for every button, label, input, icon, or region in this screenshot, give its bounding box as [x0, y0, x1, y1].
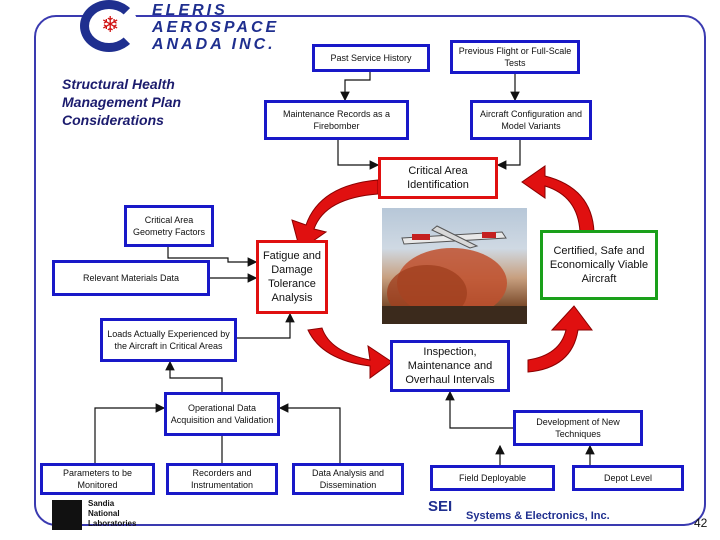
label-inspection: Inspection, Maintenance and Overhaul Int… — [405, 346, 495, 386]
label-data-analysis: Data Analysis and Dissemination — [311, 468, 385, 490]
label-depot-level: Depot Level — [603, 473, 653, 483]
line-analysis-to-operational — [278, 403, 341, 463]
logo-line-1: ELERIS — [152, 2, 228, 19]
red-arrow-inspection-to-certified — [527, 305, 593, 373]
box-parameters-monitored: Parameters to be Monitored — [40, 463, 155, 495]
line-past-to-maint — [340, 70, 371, 102]
aircraft-drop-illustration — [382, 225, 527, 324]
box-critical-area-geometry: Critical Area Geometry Factors — [124, 205, 214, 247]
label-past-service: Past Service History — [330, 53, 412, 63]
sei-logo: SEI — [428, 498, 453, 515]
slide-frame — [34, 15, 706, 526]
logo-line-2: AEROSPACE — [152, 19, 280, 36]
label-critical-area-id: Critical Area Identification — [407, 165, 469, 191]
page-number: 42 — [694, 516, 708, 530]
label-certified: Certified, Safe and Economically Viable … — [549, 245, 649, 285]
box-fatigue-analysis: Fatigue and Damage Tolerance Analysis — [256, 240, 328, 314]
line-config-to-critical — [496, 140, 521, 170]
label-parameters: Parameters to be Monitored — [62, 468, 133, 490]
firebomber-aircraft-photo — [382, 208, 527, 324]
logo-line-3: ANADA INC. — [152, 36, 276, 53]
sei-company-name: Systems & Electronics, Inc. — [466, 510, 610, 522]
box-operational-data: Operational Data Acquisition and Validat… — [164, 392, 280, 436]
label-field-deployable: Field Deployable — [458, 473, 527, 483]
box-relevant-materials: Relevant Materials Data — [52, 260, 210, 296]
label-development: Development of New Techniques — [536, 417, 620, 439]
label-previous-flight: Previous Flight or Full-Scale Tests — [458, 46, 572, 68]
sandia-line-1: Sandia — [88, 499, 115, 508]
label-relevant-materials: Relevant Materials Data — [82, 273, 180, 283]
label-operational-data: Operational Data Acquisition and Validat… — [170, 403, 274, 425]
box-previous-flight-tests: Previous Flight or Full-Scale Tests — [450, 40, 580, 74]
label-loads: Loads Actually Experienced by the Aircra… — [107, 329, 230, 351]
box-certified-aircraft: Certified, Safe and Economically Viable … — [540, 230, 658, 300]
box-data-analysis: Data Analysis and Dissemination — [292, 463, 404, 495]
line-geometry-to-fatigue — [167, 245, 258, 267]
label-fatigue: Fatigue and Damage Tolerance Analysis — [262, 250, 322, 304]
box-recorders-instrumentation: Recorders and Instrumentation — [166, 463, 278, 495]
sandia-line-3: Laboratories — [88, 519, 137, 528]
box-past-service-history: Past Service History — [312, 44, 430, 72]
line-development-to-inspection — [445, 390, 513, 429]
box-depot-level: Depot Level — [572, 465, 684, 491]
sandia-logo-text: Sandia National Laboratories — [88, 499, 136, 529]
line-loads-to-fatigue — [237, 312, 295, 339]
company-logo-text: ELERIS AEROSPACE ANADA INC. — [152, 2, 279, 53]
red-arrow-certified-to-critical — [521, 165, 595, 233]
sandia-line-2: National — [88, 509, 120, 518]
logo-c-mark — [80, 0, 138, 52]
box-inspection-intervals: Inspection, Maintenance and Overhaul Int… — [390, 340, 510, 392]
label-aircraft-config: Aircraft Configuration and Model Variant… — [479, 109, 583, 131]
box-critical-area-identification: Critical Area Identification — [378, 157, 498, 199]
line-maint-to-critical — [337, 140, 380, 170]
slide-title: Structural Health Management Plan Consid… — [62, 76, 182, 128]
box-loads-experienced: Loads Actually Experienced by the Aircra… — [100, 318, 237, 362]
label-critical-area-geometry: Critical Area Geometry Factors — [132, 215, 206, 237]
box-aircraft-configuration: Aircraft Configuration and Model Variant… — [470, 100, 592, 140]
maple-leaf-icon: ❄ — [101, 12, 120, 37]
box-development-techniques: Development of New Techniques — [513, 410, 643, 446]
box-maintenance-records: Maintenance Records as a Firebomber — [264, 100, 409, 140]
line-parameters-to-operational — [94, 403, 166, 465]
sandia-logo-icon — [52, 500, 82, 530]
red-arrow-fatigue-to-inspection — [307, 327, 393, 379]
label-recorders: Recorders and Instrumentation — [190, 468, 254, 490]
line-operational-to-loads — [165, 360, 223, 392]
label-maintenance-records: Maintenance Records as a Firebomber — [282, 109, 391, 131]
box-field-deployable: Field Deployable — [430, 465, 555, 491]
